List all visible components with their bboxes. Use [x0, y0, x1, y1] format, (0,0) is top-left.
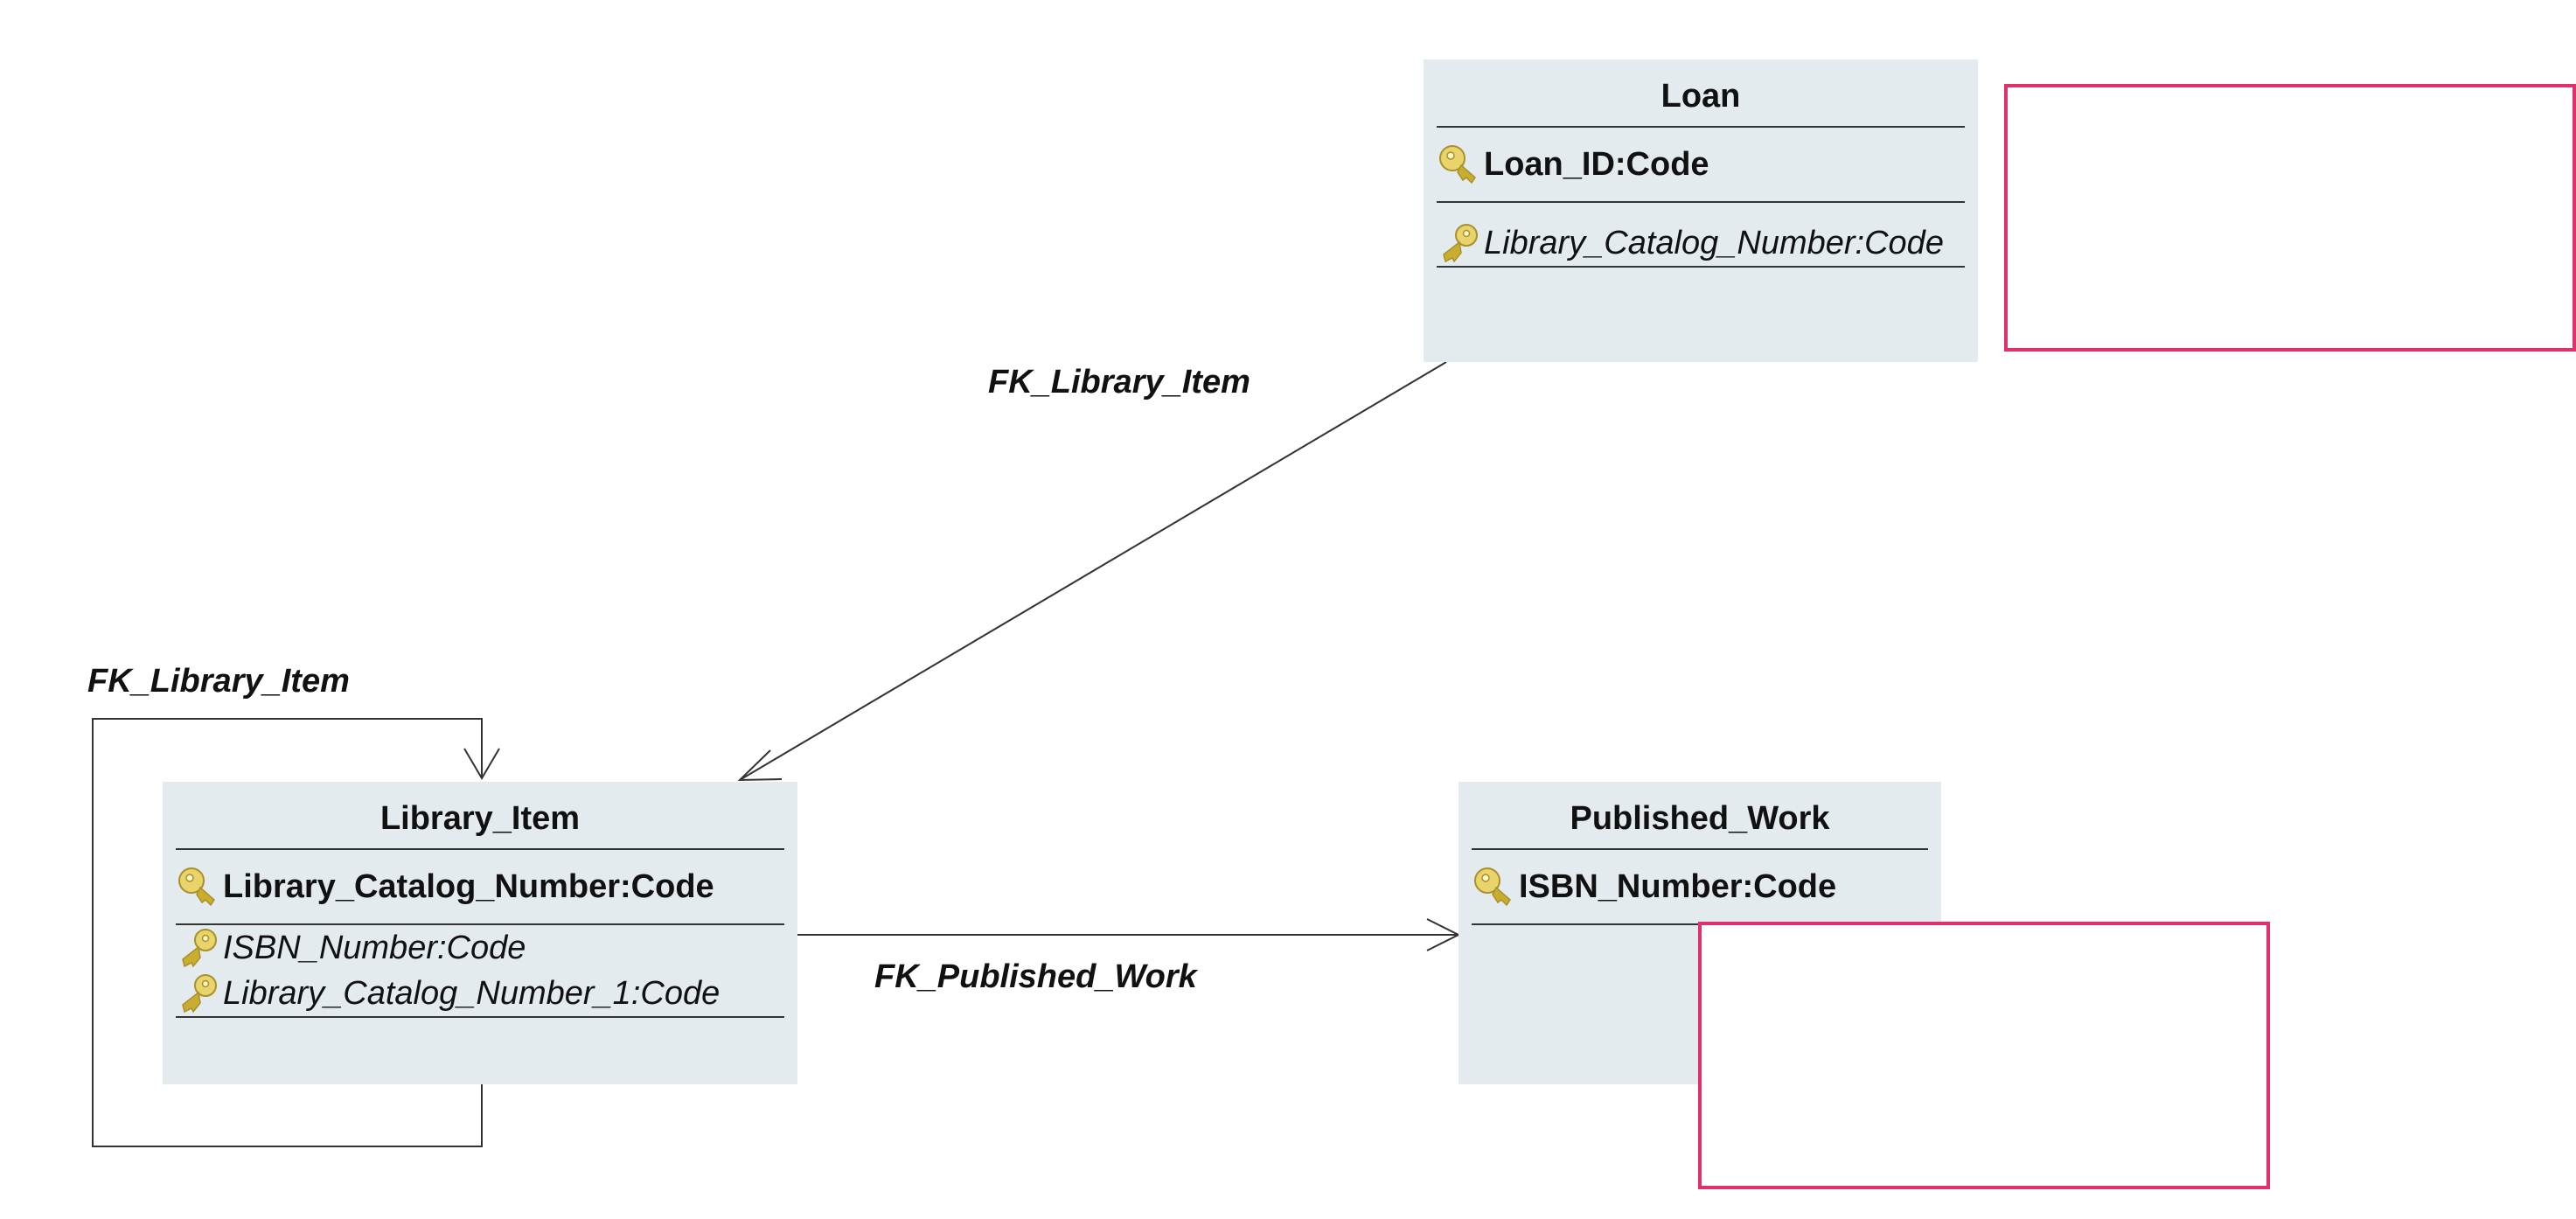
attribute-name: ISBN_Number:Code	[223, 929, 526, 966]
divider	[176, 923, 784, 925]
relationship-label-loan-library-item: FK_Library_Item	[988, 364, 1250, 401]
attribute-name: Library_Catalog_Number:Code	[1484, 224, 1944, 261]
key-icon	[1437, 221, 1484, 265]
key-icon	[176, 926, 223, 970]
highlight-box	[2004, 84, 2576, 352]
key-icon	[1472, 865, 1519, 909]
attribute-foreign-key[interactable]: Library_Catalog_Number_1:Code	[163, 971, 797, 1016]
highlight-box	[1698, 922, 2270, 1189]
attribute-foreign-key[interactable]: ISBN_Number:Code	[163, 925, 797, 971]
key-icon	[1437, 143, 1484, 186]
entity-loan[interactable]: Loan Loan_ID:Code Library_Catalog_Number…	[1424, 59, 1978, 362]
attribute-primary-key[interactable]: Library_Catalog_Number:Code	[163, 850, 797, 923]
divider	[1437, 126, 1965, 128]
entity-published-work-title: Published_Work	[1570, 800, 1830, 837]
attribute-name: Loan_ID:Code	[1484, 145, 1709, 183]
divider	[1437, 201, 1965, 203]
key-icon	[176, 865, 223, 909]
key-icon	[176, 972, 223, 1015]
entity-library-item-title: Library_Item	[379, 800, 581, 837]
attribute-foreign-key[interactable]: Library_Catalog_Number:Code	[1424, 220, 1978, 266]
divider	[1472, 848, 1928, 850]
relationship-label-library-item-published-work: FK_Published_Work	[874, 958, 1197, 995]
attribute-name: Library_Catalog_Number_1:Code	[223, 974, 721, 1012]
attribute-primary-key[interactable]: ISBN_Number:Code	[1459, 850, 1941, 923]
arrowhead-library-item-self	[463, 748, 500, 780]
attribute-name: Library_Catalog_Number:Code	[223, 867, 714, 905]
relationship-label-library-item-self: FK_Library_Item	[87, 663, 350, 700]
entity-loan-title: Loan	[1660, 78, 1741, 115]
arrowhead-loan-to-library-item	[737, 749, 783, 782]
divider	[1437, 266, 1965, 268]
attribute-name: ISBN_Number:Code	[1519, 867, 1837, 905]
divider	[176, 1016, 784, 1018]
divider	[176, 848, 784, 850]
connector-loan-to-library-item[interactable]	[739, 361, 1447, 781]
connector-library-item-self[interactable]	[92, 718, 483, 1147]
attribute-primary-key[interactable]: Loan_ID:Code	[1424, 128, 1978, 201]
entity-library-item[interactable]: Library_Item Library_Catalog_Number:Code…	[163, 782, 797, 1084]
